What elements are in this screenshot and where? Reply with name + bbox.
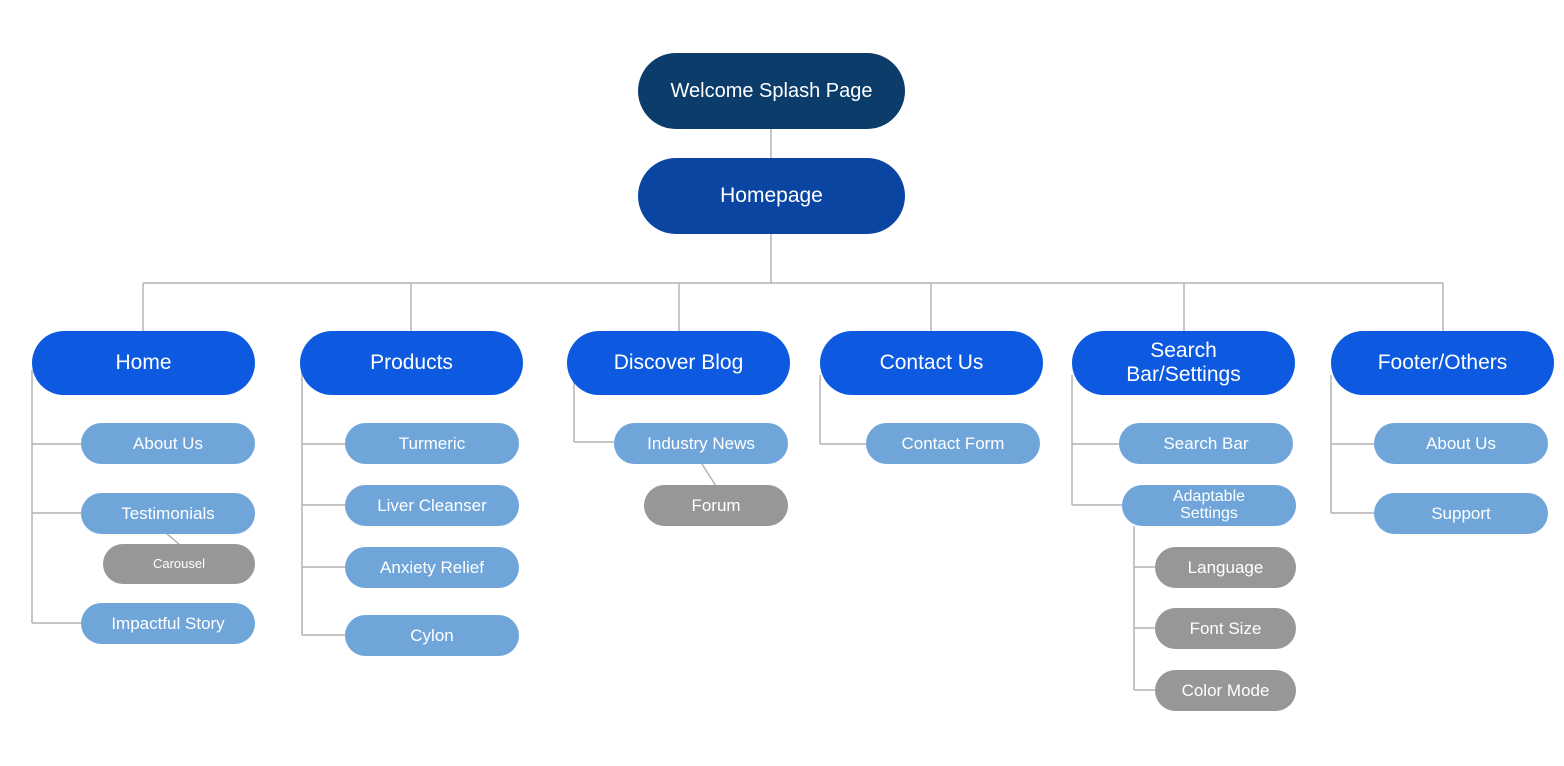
color-mode-node: Color Mode bbox=[1155, 670, 1296, 711]
home-testimonials-node: Testimonials bbox=[81, 493, 255, 534]
products-liver-cleanser-node: Liver Cleanser bbox=[345, 485, 519, 526]
products-cylon-node: Cylon bbox=[345, 615, 519, 656]
forum-node: Forum bbox=[644, 485, 788, 526]
footer-others-node: Footer/Others bbox=[1331, 331, 1554, 395]
discover-blog-node: Discover Blog bbox=[567, 331, 790, 395]
home-about-us-node: About Us bbox=[81, 423, 255, 464]
welcome-splash-node: Welcome Splash Page bbox=[638, 53, 905, 129]
products-turmeric-node: Turmeric bbox=[345, 423, 519, 464]
contact-form-node: Contact Form bbox=[866, 423, 1040, 464]
products-node: Products bbox=[300, 331, 523, 395]
products-anxiety-relief-node: Anxiety Relief bbox=[345, 547, 519, 588]
adaptable-settings-node: Adaptable Settings bbox=[1122, 485, 1296, 526]
search-settings-node: Search Bar/Settings bbox=[1072, 331, 1295, 395]
language-node: Language bbox=[1155, 547, 1296, 588]
home-node: Home bbox=[32, 331, 255, 395]
font-size-node: Font Size bbox=[1155, 608, 1296, 649]
search-bar-node: Search Bar bbox=[1119, 423, 1293, 464]
carousel-node: Carousel bbox=[103, 544, 255, 584]
footer-support-node: Support bbox=[1374, 493, 1548, 534]
home-impactful-story-node: Impactful Story bbox=[81, 603, 255, 644]
contact-us-node: Contact Us bbox=[820, 331, 1043, 395]
blog-industry-news-node: Industry News bbox=[614, 423, 788, 464]
homepage-node: Homepage bbox=[638, 158, 905, 234]
footer-about-us-node: About Us bbox=[1374, 423, 1548, 464]
